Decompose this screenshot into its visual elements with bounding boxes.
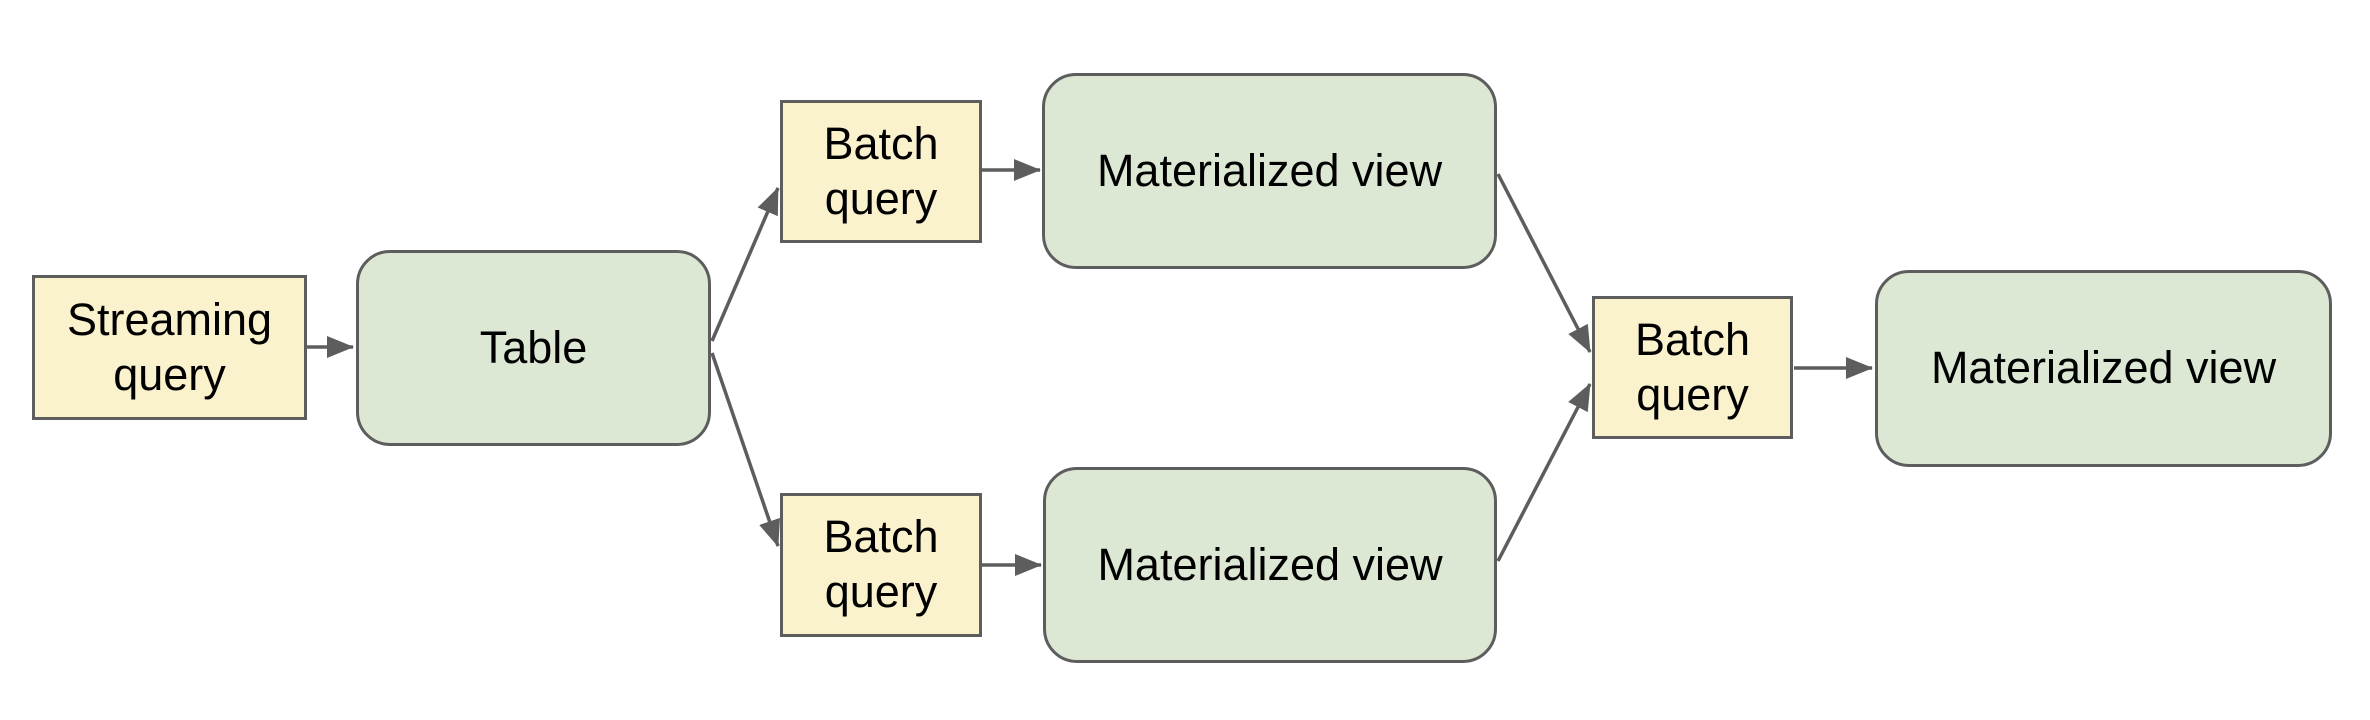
- node-label-batch-query-bottom: Batch query: [823, 511, 939, 617]
- node-batch-query-right: Batch query: [1592, 296, 1793, 439]
- node-materialized-view-bottom: Materialized view: [1043, 467, 1497, 663]
- arrow-table-to-batch-query-top: [710, 187, 780, 342]
- node-label-materialized-view-top: Materialized view: [1096, 144, 1443, 196]
- node-label-materialized-view-right: Materialized view: [1930, 342, 2277, 394]
- node-batch-query-bottom: Batch query: [780, 493, 982, 637]
- arrow-table-to-batch-query-bottom: [710, 352, 780, 547]
- arrow-mv-bottom-to-batch-query-right: [1496, 383, 1592, 562]
- node-materialized-view-top: Materialized view: [1042, 73, 1497, 269]
- node-label-streaming-query: Streaming query: [66, 293, 273, 400]
- node-materialized-view-right: Materialized view: [1875, 270, 2332, 467]
- node-label-materialized-view-bottom: Materialized view: [1097, 538, 1443, 590]
- node-table: Table: [356, 250, 711, 446]
- node-label-batch-query-top: Batch query: [823, 117, 939, 224]
- node-batch-query-top: Batch query: [780, 100, 982, 243]
- node-label-table: Table: [479, 321, 588, 373]
- node-label-batch-query-right: Batch query: [1634, 313, 1751, 420]
- arrow-mv-top-to-batch-query-right: [1496, 173, 1592, 353]
- node-streaming-query: Streaming query: [32, 275, 307, 420]
